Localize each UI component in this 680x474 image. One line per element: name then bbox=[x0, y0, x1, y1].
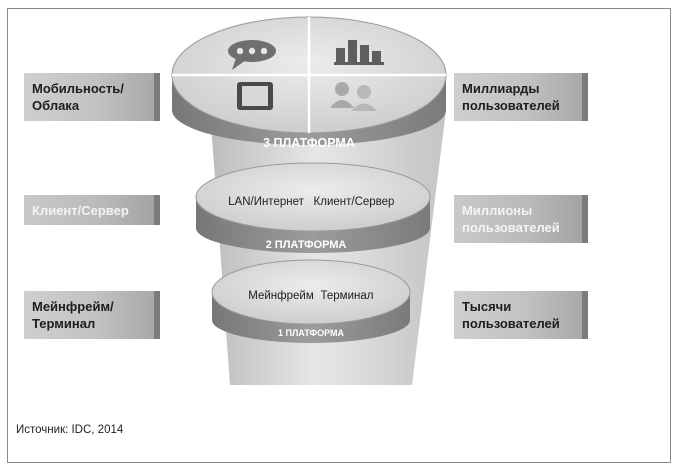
right-label-thousands: Тысячи пользователей bbox=[454, 291, 588, 339]
right-top-line2: пользователей bbox=[462, 98, 560, 113]
right-bottom-line2: пользователей bbox=[462, 316, 560, 331]
right-label-billions: Миллиарды пользователей bbox=[454, 73, 588, 121]
left-bottom-line1: Мейнфрейм/ bbox=[32, 299, 114, 314]
p3-band: 3 ПЛАТФОРМА bbox=[263, 136, 355, 150]
p2-text-a: LAN/Интернет bbox=[228, 196, 304, 208]
left-label-mainframe-terminal: Мейнфрейм/ Терминал bbox=[24, 291, 160, 339]
left-top-line1: Мобильность/ bbox=[32, 81, 124, 96]
left-top-line2: Облака bbox=[32, 98, 80, 113]
p2-band: 2 ПЛАТФОРМА bbox=[266, 239, 347, 251]
p1-text-b: Терминал bbox=[321, 290, 374, 302]
source-note: Источник: IDC, 2014 bbox=[16, 424, 124, 436]
left-middle-line1: Клиент/Сервер bbox=[32, 202, 129, 218]
right-label-millions: Миллионы пользователей bbox=[454, 195, 588, 243]
left-label-client-server: Клиент/Сервер bbox=[24, 195, 160, 225]
platform-1: Мейнфрейм Терминал 1 ПЛАТФОРМА bbox=[211, 259, 411, 343]
platform-2: LAN/Интернет Клиент/Сервер 2 ПЛАТФОРМА bbox=[195, 162, 431, 253]
left-bottom-line2: Терминал bbox=[32, 316, 96, 331]
right-bottom-line1: Тысячи bbox=[462, 299, 512, 314]
right-middle-line2: пользователей bbox=[462, 220, 560, 235]
chat-bubble-icon bbox=[228, 40, 276, 70]
p1-text-a: Мейнфрейм bbox=[248, 290, 314, 302]
p2-text-b: Клиент/Сервер bbox=[314, 196, 395, 208]
users-icon bbox=[330, 82, 377, 111]
left-label-mobility-cloud: Мобильность/ Облака bbox=[24, 73, 160, 121]
tablet-icon bbox=[237, 82, 273, 110]
right-middle-line1: Миллионы bbox=[462, 203, 533, 218]
right-top-line1: Миллиарды bbox=[462, 81, 540, 96]
platform-3: 3 ПЛАТФОРМА bbox=[171, 16, 447, 150]
p1-band: 1 ПЛАТФОРМА bbox=[278, 328, 345, 338]
bar-chart-icon bbox=[334, 40, 384, 65]
